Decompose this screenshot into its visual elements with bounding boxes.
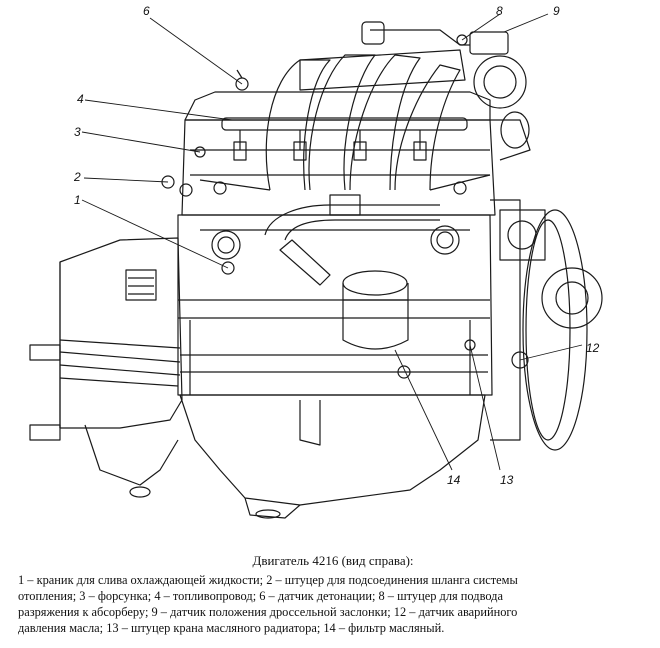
fuel-rail xyxy=(221,117,468,161)
callout-14: 14 xyxy=(447,473,461,487)
oil-pan xyxy=(179,394,486,519)
callout-1: 1 xyxy=(74,193,81,207)
cylinder-block xyxy=(177,214,493,396)
callout-8: 8 xyxy=(496,4,503,18)
bell-housing xyxy=(29,237,183,498)
caption-body: 1 – краник для слива охлаждающей жидкост… xyxy=(18,572,648,636)
caption-line: 1 – краник для слива охлаждающей жидкост… xyxy=(18,573,518,587)
callout-12: 12 xyxy=(586,341,600,355)
cylinder-head xyxy=(181,91,496,216)
coolant-hose xyxy=(264,204,440,286)
callout-labels: 6 4 3 2 1 8 9 12 13 14 xyxy=(73,4,600,487)
callout-9: 9 xyxy=(553,4,560,18)
engine-drawing: 6 4 3 2 1 8 9 12 13 14 xyxy=(29,4,603,519)
throttle-body xyxy=(361,21,531,161)
intake-manifold xyxy=(199,49,491,216)
callout-2: 2 xyxy=(73,170,81,184)
caption-line: отопления; 3 – форсунка; 4 – топливопров… xyxy=(18,589,503,603)
figure-caption: Двигатель 4216 (вид справа): 1 – краник … xyxy=(18,553,648,636)
front-pulleys xyxy=(490,199,603,451)
callout-13: 13 xyxy=(500,473,514,487)
callout-3: 3 xyxy=(74,125,81,139)
fittings xyxy=(161,34,529,379)
leader-lines xyxy=(81,13,583,471)
callout-4: 4 xyxy=(77,92,84,106)
caption-title: Двигатель 4216 (вид справа): xyxy=(252,553,414,568)
callout-6: 6 xyxy=(143,4,150,18)
oil-filter xyxy=(342,270,409,350)
caption-line: давления масла; 13 – штуцер крана маслян… xyxy=(18,621,445,635)
caption-line: разряжения к абсорберу; 9 – датчик полож… xyxy=(18,605,518,619)
